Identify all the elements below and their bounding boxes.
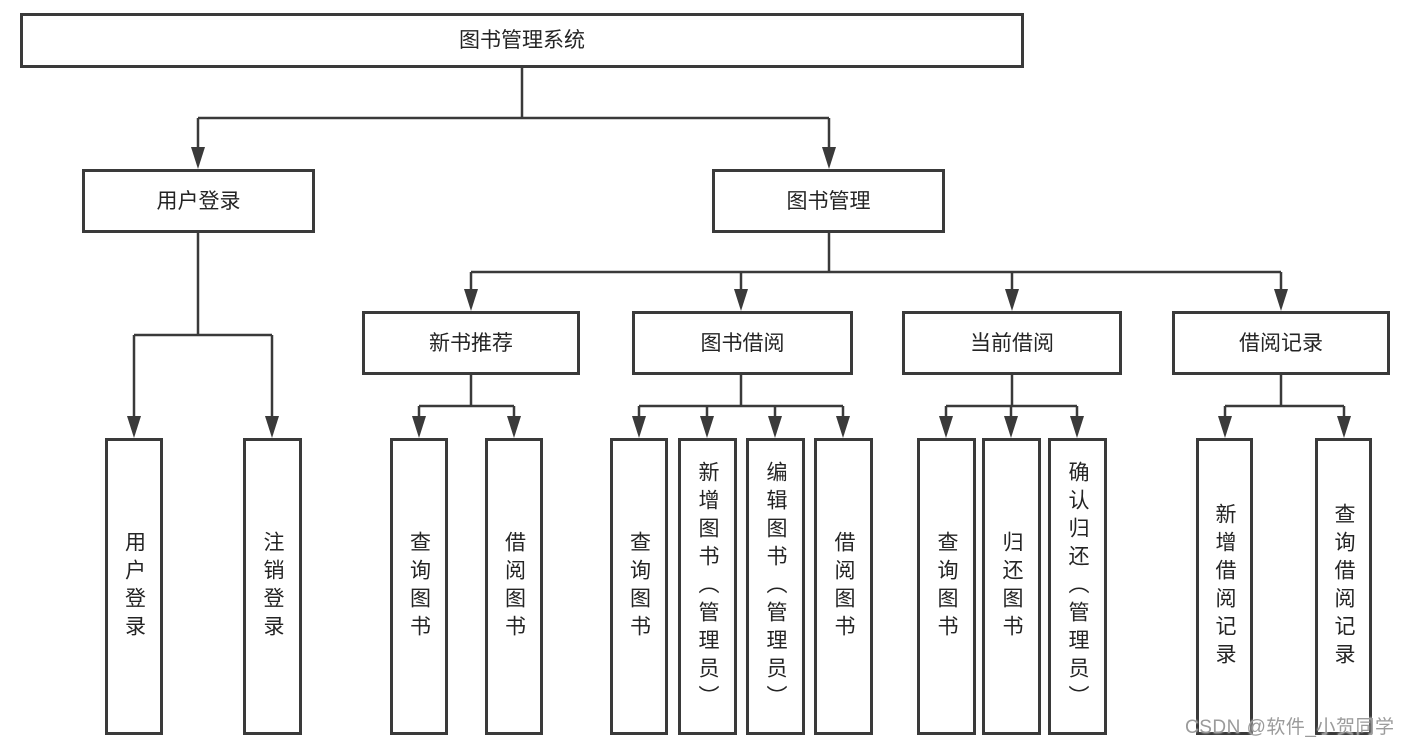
node-book-management: 图书管理 <box>712 169 945 233</box>
leaf-label: 编辑图书（管理员） <box>764 460 787 713</box>
leaf-query-books-borrow: 查询图书 <box>610 438 668 735</box>
leaf-confirm-return-admin: 确认归还（管理员） <box>1048 438 1107 735</box>
node-borrow-records: 借阅记录 <box>1172 311 1390 375</box>
leaf-label: 查询借阅记录 <box>1332 502 1355 671</box>
leaf-label: 新增借阅记录 <box>1213 502 1236 671</box>
leaf-label: 借阅图书 <box>832 530 855 643</box>
leaf-logout: 注销登录 <box>243 438 302 735</box>
node-new-book-recommend: 新书推荐 <box>362 311 580 375</box>
leaf-query-books-current: 查询图书 <box>917 438 976 735</box>
leaf-label: 归还图书 <box>1000 530 1023 643</box>
leaf-add-borrow-record: 新增借阅记录 <box>1196 438 1253 735</box>
leaf-edit-books-admin: 编辑图书（管理员） <box>746 438 805 735</box>
leaf-borrow-books: 借阅图书 <box>814 438 873 735</box>
leaf-label: 用户登录 <box>122 530 146 643</box>
node-book-borrow: 图书借阅 <box>632 311 853 375</box>
leaf-query-books-recommend: 查询图书 <box>390 438 448 735</box>
node-current-borrow: 当前借阅 <box>902 311 1122 375</box>
leaf-label: 查询图书 <box>935 530 958 643</box>
node-user-login: 用户登录 <box>82 169 315 233</box>
leaf-add-books-admin: 新增图书（管理员） <box>678 438 737 735</box>
leaf-borrow-books-recommend: 借阅图书 <box>485 438 543 735</box>
leaf-label: 查询图书 <box>627 530 651 643</box>
leaf-label: 新增图书（管理员） <box>696 460 719 713</box>
leaf-label: 确认归还（管理员） <box>1066 460 1089 713</box>
leaf-label: 注销登录 <box>261 530 284 643</box>
leaf-query-borrow-record: 查询借阅记录 <box>1315 438 1372 735</box>
csdn-watermark: CSDN @软件_小贺同学 <box>1185 717 1395 738</box>
leaf-user-login: 用户登录 <box>105 438 163 735</box>
node-library-system: 图书管理系统 <box>20 13 1024 68</box>
leaf-label: 查询图书 <box>407 530 431 643</box>
leaf-return-books: 归还图书 <box>982 438 1041 735</box>
leaf-label: 借阅图书 <box>502 530 526 643</box>
